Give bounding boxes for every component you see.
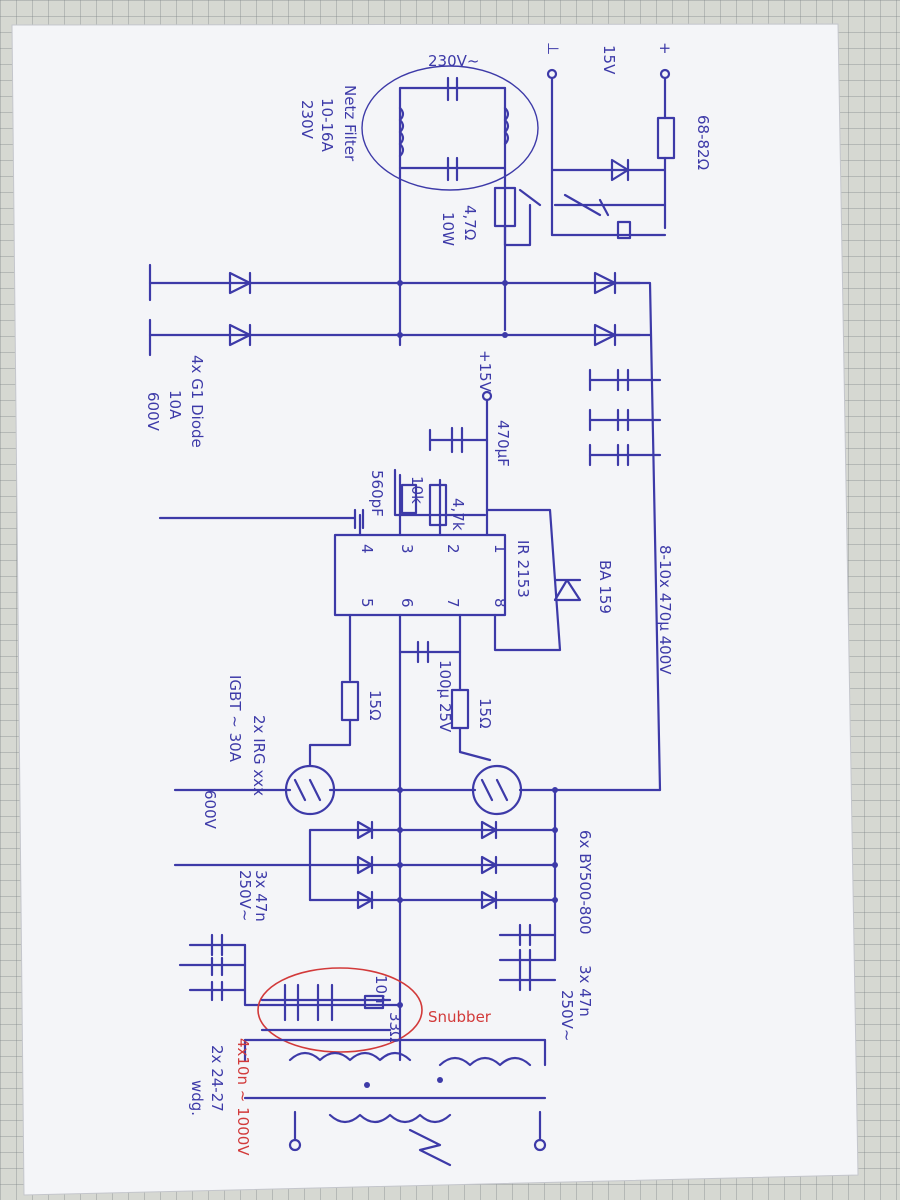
ir2153-ic xyxy=(333,533,507,617)
label-cap-left: 3x 47n xyxy=(252,870,270,922)
label-res-10k: 10k xyxy=(408,476,426,504)
label-pin2: 2 xyxy=(444,544,462,554)
label-diode-ba159: BA 159 xyxy=(596,560,614,614)
paper-sheet xyxy=(11,23,859,1196)
label-diode-600v: 600V xyxy=(144,392,162,432)
label-pin3: 3 xyxy=(398,544,416,554)
label-res-15b: 15Ω xyxy=(476,698,494,729)
label-cap-4x10n: 4x10n ~ 1000V xyxy=(234,1038,252,1156)
diode-array xyxy=(356,820,498,910)
label-mains: 230V~ xyxy=(428,52,479,70)
label-term-minus: ⊥ xyxy=(544,42,562,55)
label-netz-rating: 10-16A xyxy=(318,98,336,153)
label-netz-voltage: 230V xyxy=(298,100,316,140)
label-cap-100u: 100µ 25V xyxy=(436,660,454,733)
label-igbt-spec2: 600V xyxy=(201,790,219,830)
label-coil: 2x 24-27 xyxy=(208,1045,226,1112)
label-cap-bank: 8-10x 470µ 400V xyxy=(656,545,674,675)
label-pin5: 5 xyxy=(358,598,376,608)
label-cap-left-v: 250V~ xyxy=(236,870,254,921)
label-snub-10n: 10n xyxy=(372,975,390,1004)
label-pin6: 6 xyxy=(398,598,416,608)
label-cap-right-v: 250V~ xyxy=(558,990,576,1041)
label-pin1: 1 xyxy=(491,544,509,554)
label-diode-bridge: 4x G1 Diode xyxy=(188,355,206,448)
label-pot-47k: 4,7k xyxy=(449,498,467,531)
label-diode-10a: 10A xyxy=(166,390,184,420)
label-res-15a: 15Ω xyxy=(366,690,384,721)
label-plus15v: +15V xyxy=(476,350,494,393)
label-res-68: 68-82Ω xyxy=(694,115,712,170)
label-cap-560pf: 560pF xyxy=(368,470,386,517)
label-pin8: 8 xyxy=(491,598,509,608)
label-term-plus: + xyxy=(656,42,674,55)
label-15v: 15V xyxy=(600,45,618,75)
label-ic-name: IR 2153 xyxy=(514,540,532,598)
label-res-47: 4,7Ω xyxy=(461,205,479,240)
label-res-10w: 10W xyxy=(439,212,457,246)
snubber-circle xyxy=(257,967,423,1053)
netz-filter-circle xyxy=(361,65,539,191)
label-snub-33: 33Ω xyxy=(386,1012,404,1043)
circuit-drawing xyxy=(148,65,676,1167)
label-pin4: 4 xyxy=(358,544,376,554)
labels: 230V~ Netz Filter 10-16A 230V 15V + ⊥ 68… xyxy=(144,42,712,1156)
label-cap-right: 3x 47n xyxy=(576,965,594,1017)
label-igbt: 2x IRG xxx xyxy=(250,715,268,796)
label-pin7: 7 xyxy=(444,598,462,608)
label-igbt-spec1: IGBT ~ 30A xyxy=(226,675,244,763)
label-cap-470uf: 470µF xyxy=(494,420,512,467)
label-coil2: wdg. xyxy=(188,1080,206,1116)
label-snubber: Snubber xyxy=(428,1008,492,1026)
label-netz-filter: Netz Filter xyxy=(341,85,359,162)
label-diodes-by: 6x BY500-800 xyxy=(576,830,594,935)
